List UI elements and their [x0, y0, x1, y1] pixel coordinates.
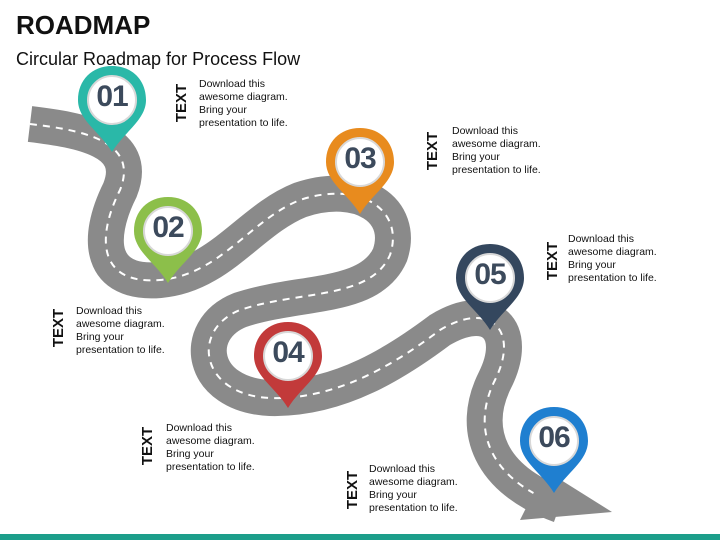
step-06-label: TEXT [344, 470, 361, 510]
step-02-pin: 02 [130, 193, 206, 283]
step-03-label: TEXT [424, 131, 441, 171]
step-05-pin: 05 [452, 240, 528, 330]
description-line: Download this [568, 233, 634, 245]
description-line: Download this [452, 125, 518, 137]
description-line: Download this [76, 305, 142, 317]
step-06-description: Download this awesome diagram. Bring you… [369, 463, 489, 515]
road-body [27, 106, 567, 522]
step-04-number: 04 [272, 336, 304, 369]
step-01-number: 01 [96, 80, 128, 113]
slide-title: ROADMAP [16, 10, 151, 40]
description-line: awesome diagram. [369, 476, 458, 488]
description-line: presentation to life. [452, 164, 541, 176]
bottom-accent-bar [0, 534, 720, 540]
step-06-number: 06 [538, 421, 570, 454]
step-05-description: Download this awesome diagram. Bring you… [568, 233, 688, 285]
step-01-description: Download this awesome diagram. Bring you… [199, 78, 319, 130]
description-line: awesome diagram. [568, 246, 657, 258]
step-04-label: TEXT [139, 426, 156, 466]
description-line: awesome diagram. [76, 318, 165, 330]
description-line: awesome diagram. [452, 138, 541, 150]
step-05-label: TEXT [544, 241, 561, 281]
step-01-pin: 01 [74, 62, 150, 152]
description-line: Bring your [452, 151, 500, 163]
step-06-pin: 06 [516, 403, 592, 493]
slide-subtitle: Circular Roadmap for Process Flow [16, 49, 301, 69]
road-arrowhead [520, 470, 612, 520]
description-line: Bring your [568, 259, 616, 271]
step-03-description: Download this awesome diagram. Bring you… [452, 125, 572, 177]
description-line: awesome diagram. [199, 91, 288, 103]
step-02-description: Download this awesome diagram. Bring you… [76, 305, 196, 357]
description-line: presentation to life. [76, 344, 165, 356]
description-line: Bring your [166, 448, 214, 460]
step-05-number: 05 [474, 258, 506, 291]
step-03-number: 03 [344, 142, 376, 175]
description-line: Download this [166, 422, 232, 434]
description-line: presentation to life. [199, 117, 288, 129]
description-line: presentation to life. [166, 461, 255, 473]
description-line: Bring your [199, 104, 247, 116]
description-line: awesome diagram. [166, 435, 255, 447]
step-01-label: TEXT [173, 83, 190, 123]
step-02-label: TEXT [50, 308, 67, 348]
step-03-pin: 03 [322, 124, 398, 214]
description-line: Bring your [76, 331, 124, 343]
description-line: Bring your [369, 489, 417, 501]
description-line: presentation to life. [568, 272, 657, 284]
step-04-pin: 04 [250, 318, 326, 408]
description-line: presentation to life. [369, 502, 458, 514]
step-04-description: Download this awesome diagram. Bring you… [166, 422, 286, 474]
description-line: Download this [199, 78, 265, 90]
step-02-number: 02 [152, 211, 184, 244]
description-line: Download this [369, 463, 435, 475]
